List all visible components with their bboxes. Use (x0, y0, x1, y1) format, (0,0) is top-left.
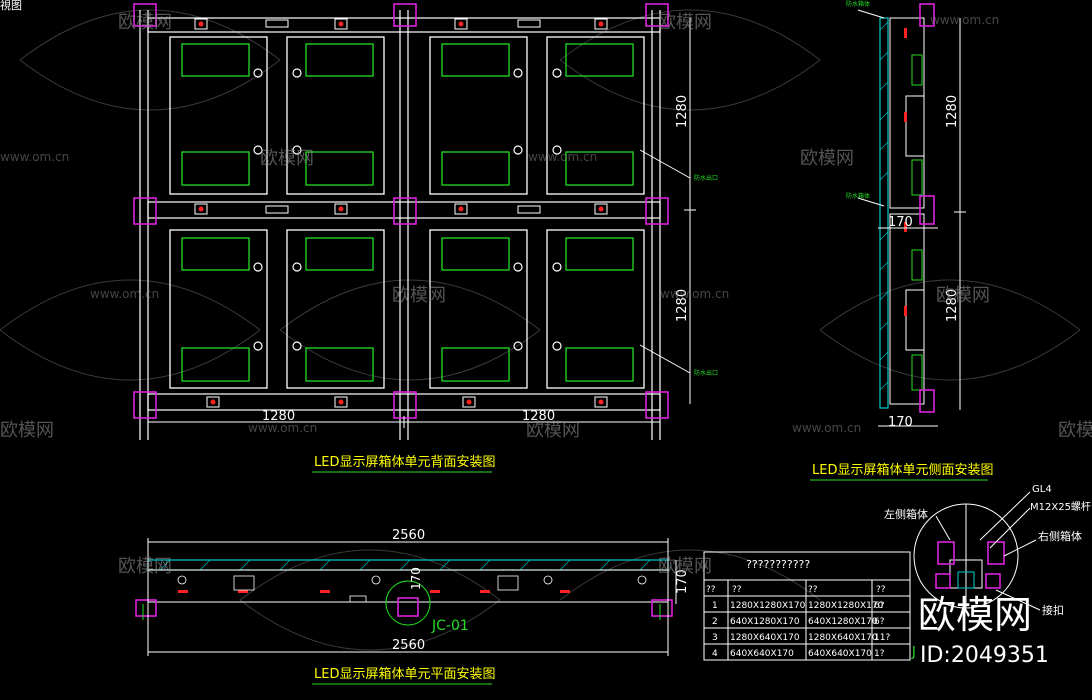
side-height-bottom: 1280 (945, 289, 960, 322)
handle-icons (253, 68, 562, 351)
side-wall-hatch (879, 17, 889, 409)
spec-cell: 1280X640X170 (808, 633, 878, 643)
spec-cell: 3 (712, 633, 718, 643)
watermark-brand: 欧模网 (118, 556, 172, 577)
watermark-url: www.om.cn (0, 150, 69, 164)
watermark-id: ID:2049351 (920, 643, 1049, 668)
watermark-url: www.om.cn (90, 287, 159, 301)
front-width-left: 1280 (262, 409, 295, 424)
plan-view-title: LED显示屏箱体单元平面安装图 (314, 666, 495, 682)
watermark-url: www.om.cn (930, 13, 999, 27)
front-view-title: LED显示屏箱体单元背面安装图 (314, 454, 495, 470)
cabinet-panel (286, 229, 385, 389)
detail-clip: 接扣 (1042, 603, 1064, 617)
spec-cell: 1280X640X170 (730, 633, 800, 643)
cabinet-panel (429, 36, 528, 195)
plan-brackets (135, 597, 673, 617)
spec-cell: 1280X1280X170 (808, 601, 884, 611)
front-callout-top: 防水出口 (694, 174, 718, 182)
plan-detail-ref: JC-01 (431, 618, 469, 634)
plan-width-bottom: 2560 (392, 638, 425, 653)
corner-label: 視图 (0, 0, 22, 12)
watermark-brand: 欧模网 (392, 285, 446, 306)
detail-callout-circle (385, 580, 431, 626)
detail-gl4: GL4 (1032, 484, 1052, 495)
spec-cell: 4 (712, 649, 718, 659)
cabinet-grid (169, 36, 645, 389)
front-dimensions (148, 18, 696, 428)
front-height-bottom: 1280 (675, 289, 690, 322)
side-cabinets (889, 17, 925, 405)
front-callout-bottom: 防水出口 (694, 369, 718, 377)
side-depth-bottom: 170 (888, 415, 913, 430)
front-height-top: 1280 (675, 95, 690, 128)
front-view: 1280 1280 1280 1280 防水出口 防水出口 LED显示屏箱体单元… (133, 3, 718, 473)
side-brackets (919, 3, 935, 413)
cabinet-panel (169, 229, 268, 389)
spec-cell: 1280X1280X170 (730, 601, 806, 611)
spec-cell: 11? (874, 633, 890, 643)
watermark-brand: 欧模网 (260, 148, 314, 169)
spec-cell: 1 (712, 601, 718, 611)
spec-header: ?? (732, 585, 742, 595)
side-view: 1280 1280 170 170 防水箱体 防水箱体 LED显示屏箱体单元侧面… (810, 0, 993, 481)
spec-table-title: ??????????? (746, 558, 810, 571)
detail-right-box: 右侧箱体 (1038, 529, 1082, 543)
side-callout-mid: 防水箱体 (846, 192, 870, 200)
plan-view: 2560 2560 170 170 JC-01 LED显示屏箱体单元平面安装图 (135, 528, 690, 685)
cabinet-panel (546, 36, 645, 195)
plan-depth: 170 (675, 569, 690, 594)
watermark-layer: 欧模网 欧模网 www.om.cn www.om.cn 欧模网 www.om.c… (0, 12, 1092, 668)
spec-cell: 6? (874, 617, 885, 627)
side-modules (911, 54, 923, 391)
watermark-brand: 欧模网 (936, 285, 990, 306)
spec-header: ?? (706, 585, 716, 595)
detail-bolt: M12X25螺杆 (1030, 501, 1091, 513)
plan-width-top: 2560 (392, 528, 425, 543)
watermark-arcs (0, 9, 1081, 651)
watermark-brand: 欧模网 (800, 148, 854, 169)
side-view-title: LED显示屏箱体单元侧面安装图 (812, 462, 993, 478)
spec-cell: 6? (874, 601, 885, 611)
plan-depth-inner: 170 (409, 567, 423, 590)
spec-cell: 640X640X170 (730, 649, 794, 659)
plan-hatch-band (147, 559, 669, 571)
spec-cell: 640X1280X170 (730, 617, 800, 627)
watermark-brand: 欧模网 (658, 556, 712, 577)
watermark-brand: 欧模网 (658, 12, 712, 33)
spec-table: ??????????? ?? ?? ?? ?? 1 1280X1280X170 … (703, 551, 911, 661)
side-depth-mid: 170 (888, 215, 913, 230)
side-height-top: 1280 (945, 95, 960, 128)
side-callout-top: 防水箱体 (846, 0, 870, 8)
watermark-url: www.om.cn (528, 150, 597, 164)
watermark-brand: 欧模网 (0, 420, 54, 441)
detail-left-box: 左侧箱体 (884, 507, 928, 521)
front-frame (139, 10, 661, 440)
watermark-brand-large: 欧模网 (918, 593, 1032, 637)
watermark-url: www.om.cn (660, 287, 729, 301)
spec-cell: 640X640X170 (808, 649, 872, 659)
joint-detail: GL4 M12X25螺杆 左侧箱体 右侧箱体 接扣 J (884, 484, 1091, 660)
spec-cell: 1? (874, 649, 885, 659)
mounting-brackets (133, 3, 669, 419)
watermark-brand: 欧模网 (118, 12, 172, 33)
module-windows (181, 43, 634, 382)
cabinet-panel (429, 229, 528, 389)
watermark-url: www.om.cn (792, 421, 861, 435)
cabinet-panel (286, 36, 385, 195)
watermark-brand: 欧模网 (1058, 420, 1092, 441)
front-width-right: 1280 (522, 409, 555, 424)
watermark-url: www.om.cn (248, 421, 317, 435)
spec-header: ?? (876, 585, 886, 595)
spec-header: ?? (808, 585, 818, 595)
cabinet-panel (169, 36, 268, 195)
watermark-brand: 欧模网 (526, 420, 580, 441)
frame-connectors (194, 18, 608, 408)
detail-ref-letter: J (911, 645, 916, 660)
spec-cell: 2 (712, 617, 718, 627)
spec-cell: 640X1280X170 (808, 617, 878, 627)
cabinet-panel (546, 229, 645, 389)
